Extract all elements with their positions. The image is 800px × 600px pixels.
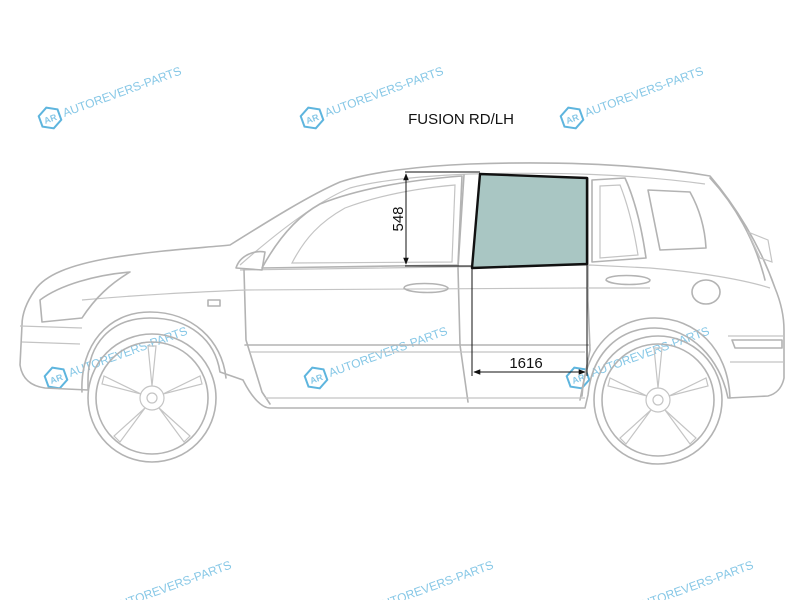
svg-text:AUTOREVERS-PARTS: AUTOREVERS-PARTS: [61, 64, 184, 120]
watermark: AR AUTOREVERS-PARTS: [559, 64, 706, 130]
diagram-title: FUSION RD/LH: [408, 111, 514, 128]
svg-text:AUTOREVERS-PARTS: AUTOREVERS-PARTS: [373, 558, 496, 600]
watermark: AR AUTOREVERS-PARTS: [43, 324, 190, 390]
svg-text:AR: AR: [571, 372, 587, 386]
svg-text:AR: AR: [49, 372, 65, 386]
svg-text:AUTOREVERS-PARTS: AUTOREVERS-PARTS: [583, 64, 706, 120]
width-label: 1616: [509, 355, 542, 372]
svg-text:AUTOREVERS-PARTS: AUTOREVERS-PARTS: [111, 558, 234, 600]
svg-text:AR: AR: [43, 112, 59, 126]
rear-door-glass: [470, 172, 589, 270]
svg-text:AR: AR: [309, 372, 325, 386]
svg-text:AUTOREVERS-PARTS: AUTOREVERS-PARTS: [589, 324, 712, 380]
watermark: AUTOREVERS-PARTS: [111, 558, 234, 600]
svg-text:AUTOREVERS-PARTS: AUTOREVERS-PARTS: [67, 324, 190, 380]
watermark: AR AUTOREVERS-PARTS: [37, 64, 184, 130]
watermark: AUTOREVERS-PARTS: [373, 558, 496, 600]
svg-text:AR: AR: [565, 112, 581, 126]
height-label: 548: [390, 206, 407, 231]
watermark: AR AUTOREVERS-PARTS: [303, 324, 449, 390]
height-dimension: 548: [390, 171, 480, 267]
svg-text:AUTOREVERS-PARTS: AUTOREVERS-PARTS: [633, 558, 756, 600]
front-wheel: [87, 333, 217, 463]
width-dimension: 1616: [471, 264, 588, 376]
watermark: AUTOREVERS-PARTS: [633, 558, 756, 600]
car-outline: [19, 162, 785, 409]
rear-wheel: [593, 335, 723, 465]
svg-text:AR: AR: [305, 112, 321, 126]
